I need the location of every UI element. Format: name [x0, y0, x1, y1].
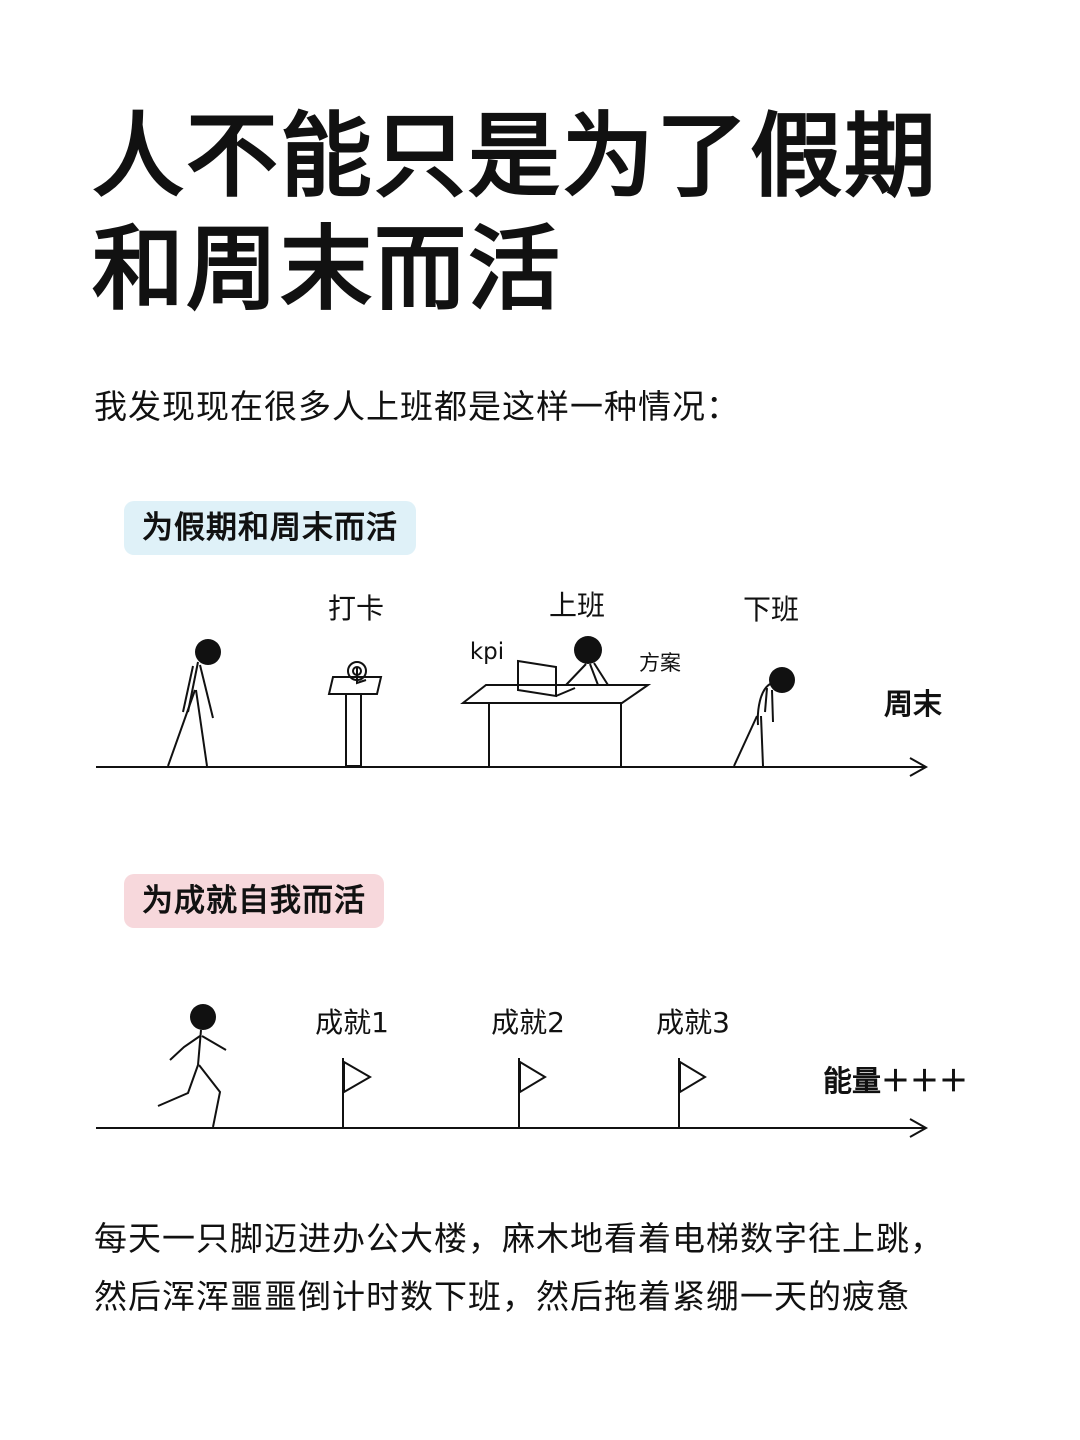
work-label: 上班 — [549, 589, 605, 622]
section2-tag: 为成就自我而活 — [124, 874, 384, 928]
working-person-icon — [565, 636, 609, 686]
achievement-timeline-diagram: 成就1 成就2 成就3 能量＋＋＋ — [96, 1004, 968, 1138]
flag-icon-1 — [342, 1058, 373, 1128]
flag-icon-2 — [518, 1058, 547, 1128]
intro-text: 我发现现在很多人上班都是这样一种情况： — [94, 387, 740, 426]
weekend-timeline-diagram: 打卡 上班 kpi 方案 下班 周末 — [96, 589, 942, 777]
section1-tag: 为假期和周末而活 — [124, 501, 416, 555]
clock-in-machine-icon — [327, 661, 383, 767]
running-person-icon — [157, 1004, 227, 1128]
timeline-2-arrow — [96, 1118, 929, 1138]
weekend-end-label: 周末 — [884, 687, 942, 721]
body-line-1: 每天一只脚迈进办公大楼，麻木地看着电梯数字往上跳， — [94, 1219, 944, 1258]
proposal-label: 方案 — [639, 651, 681, 675]
flag-icon-3 — [678, 1058, 707, 1128]
flag-label-1: 成就1 — [315, 1006, 389, 1039]
title-line-1: 人不能只是为了假期 — [92, 103, 939, 210]
tired-person-icon — [733, 667, 795, 767]
title-line-2: 和周末而活 — [92, 216, 563, 323]
body-paragraph: 每天一只脚迈进办公大楼，麻木地看着电梯数字往上跳， 然后浑浑噩噩倒计时数下班，然… — [94, 1210, 1014, 1326]
desk-icon — [460, 684, 652, 766]
flag-label-2: 成就2 — [491, 1006, 565, 1039]
off-work-label: 下班 — [743, 593, 799, 626]
walking-person-icon — [167, 639, 221, 767]
laptop-icon — [517, 659, 576, 698]
energy-end-label: 能量＋＋＋ — [823, 1064, 968, 1098]
page-title: 人不能只是为了假期 和周末而活 — [92, 100, 992, 326]
flag-label-3: 成就3 — [656, 1006, 730, 1039]
timeline-1-arrow — [96, 757, 929, 777]
kpi-label: kpi — [470, 639, 504, 665]
clock-in-label: 打卡 — [328, 592, 384, 625]
body-line-2: 然后浑浑噩噩倒计时数下班，然后拖着紧绷一天的疲惫 — [94, 1277, 910, 1316]
